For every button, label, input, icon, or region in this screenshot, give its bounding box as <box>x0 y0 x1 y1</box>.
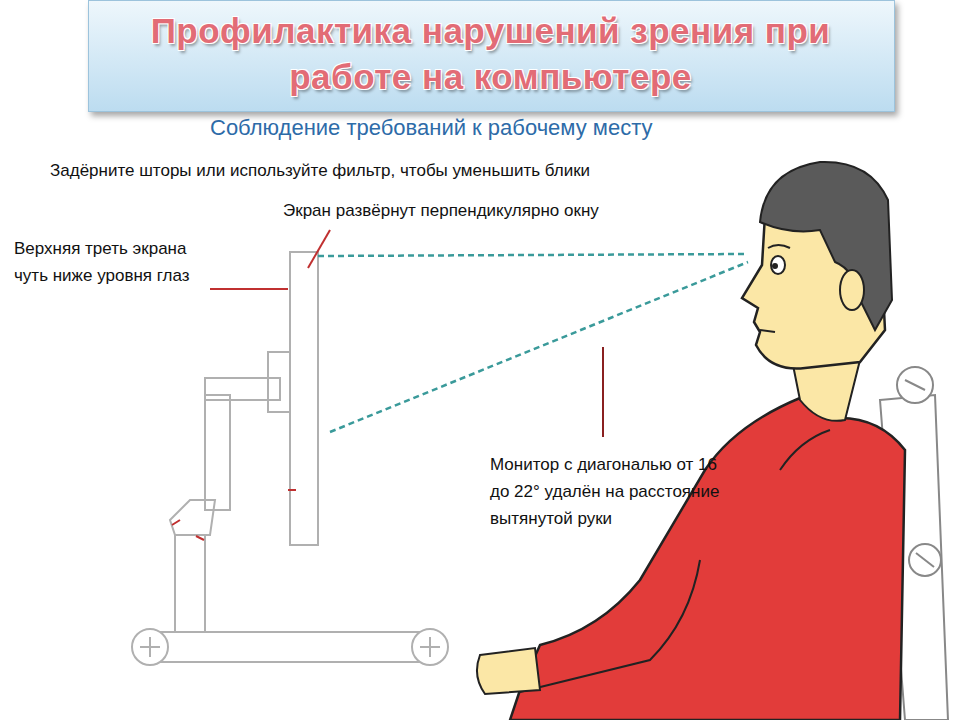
note-monitor: Монитор с диагональю от 16 до 22° удалён… <box>490 451 740 532</box>
note-screen: Экран развёрнут перпендикулярно окну <box>283 199 713 223</box>
note-height: Верхняя треть экрана чуть ниже уровня гл… <box>12 235 209 289</box>
subtitle: Соблюдение требований к рабочему месту <box>210 116 830 140</box>
note-glare: Задёрните шторы или используйте фильтр, … <box>50 159 770 183</box>
title: Профилактика нарушений зрения при работе… <box>88 8 893 100</box>
